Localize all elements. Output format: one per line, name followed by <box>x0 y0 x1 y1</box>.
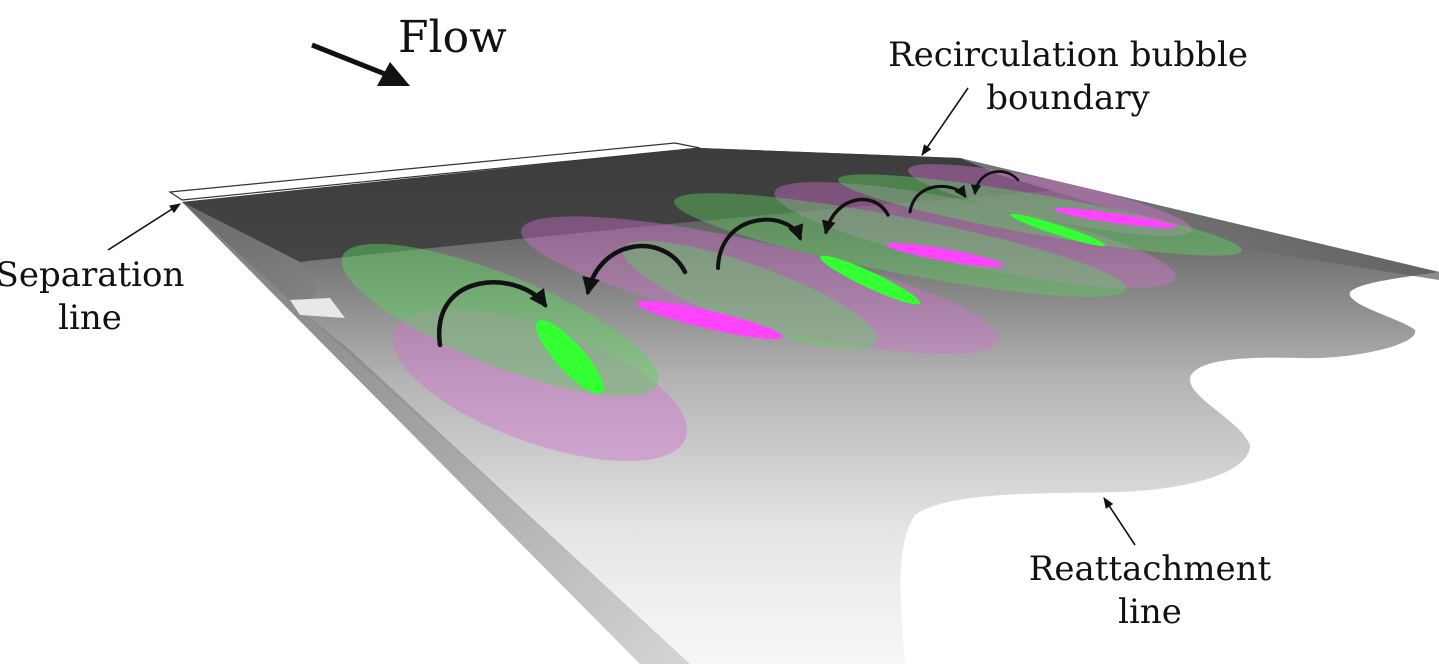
positive-vortex <box>622 240 878 350</box>
rotation-arrows <box>437 170 1020 348</box>
flow-label: Flow <box>398 12 507 63</box>
reattachment-leader <box>1103 497 1136 546</box>
surface-right-edge <box>960 158 1439 280</box>
negative-vortex <box>393 308 687 462</box>
separation-leader <box>107 203 181 251</box>
step-face <box>182 202 690 664</box>
rotation-arrow <box>437 280 548 348</box>
negative-core <box>636 300 784 340</box>
bubble-leader <box>921 87 969 156</box>
positive-core <box>1010 213 1106 247</box>
separation-line-label: Separation line <box>0 255 185 338</box>
bubble-boundary-label: Recirculation bubble boundary <box>888 35 1248 118</box>
positive-core <box>536 320 604 394</box>
recirculation-surface <box>182 148 1439 664</box>
rotation-arrow <box>908 184 967 214</box>
positive-core <box>820 255 920 305</box>
rotation-arrow <box>582 243 688 296</box>
upper-band <box>182 148 1060 262</box>
negative-core <box>885 243 1005 267</box>
annotation-arrows <box>107 87 1136 546</box>
negative-vortex <box>521 216 999 354</box>
flow-arrow <box>311 42 410 86</box>
step-edge <box>290 298 345 318</box>
positive-vortex <box>838 174 1242 256</box>
negative-vortex <box>774 182 1176 288</box>
rotation-arrow <box>970 170 1020 196</box>
reattachment-line-label: Reattachment line <box>1028 549 1272 632</box>
rotation-arrow <box>716 217 804 270</box>
rotation-arrow <box>821 197 890 235</box>
negative-core <box>1053 208 1177 228</box>
